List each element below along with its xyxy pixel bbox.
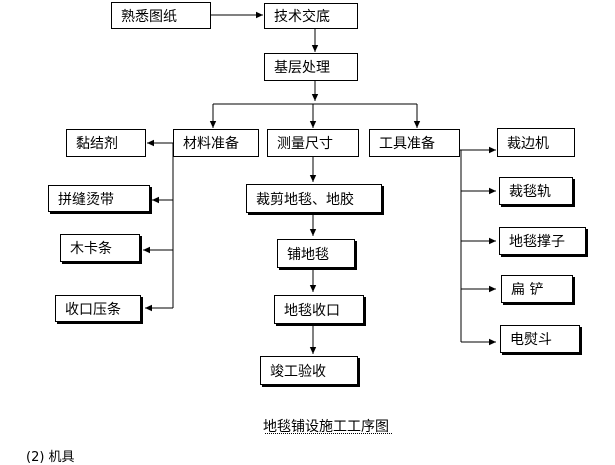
node-cut-carpet-glue: 裁剪地毯、地胶 [246, 184, 382, 213]
node-carpet-stretcher: 地毯撑子 [499, 227, 586, 255]
node-carpet-cutter: 裁毯轨 [499, 177, 573, 205]
node-label: 地毯撑子 [509, 234, 565, 250]
node-acceptance: 竣工验收 [260, 356, 358, 385]
node-label: 技术交底 [274, 9, 330, 25]
next-section-text: (2) 机具 [26, 450, 75, 465]
node-edge-cutter: 裁边机 [497, 128, 575, 157]
node-tool-prep: 工具准备 [369, 129, 460, 157]
node-carpet-edge: 地毯收口 [274, 295, 364, 324]
node-lay-carpet: 铺地毯 [277, 239, 355, 268]
node-flat-shovel: 扁 铲 [501, 275, 573, 303]
node-label: 裁边机 [507, 135, 549, 152]
next-section-heading: (2) 机具 [26, 446, 75, 465]
node-measure-size: 测量尺寸 [267, 129, 359, 157]
node-technical-briefing: 技术交底 [264, 3, 358, 29]
node-label: 扁 铲 [511, 282, 544, 298]
node-label: 材料准备 [183, 136, 239, 152]
node-label: 裁毯轨 [509, 184, 551, 200]
node-label: 裁剪地毯、地胶 [256, 191, 354, 208]
node-adhesive: 黏结剂 [66, 129, 146, 157]
node-wood-strip: 木卡条 [60, 234, 140, 262]
node-label: 熟悉图纸 [121, 8, 177, 25]
flow-connectors [143, 11, 496, 354]
node-label: 收口压条 [65, 301, 121, 318]
node-label: 拼缝烫带 [58, 191, 114, 208]
node-label: 木卡条 [70, 241, 112, 257]
node-label: 地毯收口 [284, 302, 340, 319]
caption-underline [265, 433, 392, 434]
node-label: 基层处理 [274, 60, 330, 76]
node-label: 电熨斗 [510, 332, 552, 348]
node-label: 工具准备 [379, 136, 435, 152]
node-label: 测量尺寸 [277, 136, 333, 152]
node-seam-tape: 拼缝烫带 [48, 185, 150, 212]
node-material-prep: 材料准备 [173, 129, 259, 157]
node-label: 铺地毯 [287, 246, 329, 263]
node-edge-strip: 收口压条 [55, 295, 141, 322]
node-familiarize-drawings: 熟悉图纸 [111, 2, 211, 29]
node-electric-iron: 电熨斗 [500, 325, 580, 353]
node-base-treatment: 基层处理 [264, 53, 358, 81]
node-label: 竣工验收 [270, 363, 326, 380]
diagram-caption: 地毯铺设施工工序图 [263, 419, 389, 435]
node-label: 黏结剂 [76, 136, 118, 152]
